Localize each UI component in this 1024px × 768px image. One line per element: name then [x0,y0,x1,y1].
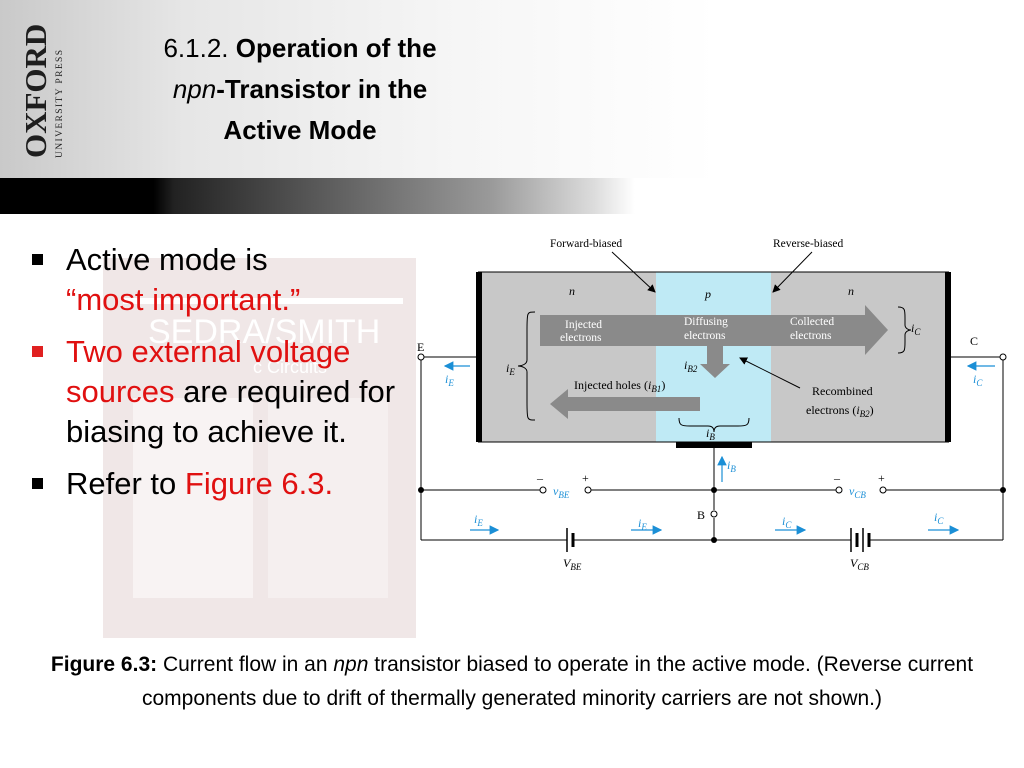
vcb-voltage-label: vCB [849,484,866,500]
title-part-2: -Transistor in the [216,74,428,104]
bullet-3-link: Figure 6.3. [184,466,334,501]
emitter-contact [476,272,482,442]
collector-n-region [771,272,949,442]
ic-brace-label: iC [911,321,921,337]
region-n-left-label: n [569,284,575,298]
book-subtitle-text: c Circuits [253,357,327,377]
ic-current-label-top: iC [973,372,983,388]
ie-brace-label: iE [506,361,515,377]
region-p-label: p [704,287,711,301]
reverse-biased-label: Reverse-biased [773,238,843,250]
base-contact [676,442,752,448]
caption-italic: npn [333,653,369,676]
slide-header: OXFORD UNIVERSITY PRESS 6.1.2. Operation… [0,0,1024,178]
ie-current-label-bottom-mid: iE [638,516,647,532]
bullet-marker [32,254,43,265]
vbe-minus-sign: – [536,471,544,485]
oxford-logo: OXFORD UNIVERSITY PRESS [18,24,65,158]
slide-title: 6.1.2. Operation of the npn-Transistor i… [120,28,480,151]
bullet-marker [32,478,43,489]
logo-main-text: OXFORD [18,24,53,158]
ib-current-label: iB [727,458,736,474]
electron-flow-arrow [540,305,888,355]
vbe-plus-sign: + [582,471,589,485]
collector-contact [945,272,951,442]
caption-text-2: transistor biased to operate in the acti… [141,653,974,710]
header-divider-band [0,178,1024,214]
bullet-item-active-mode: Active mode is “most important.” [32,240,412,320]
bullet-item-refer: Refer to Figure 6.3. [32,464,412,504]
bullet-item-voltage-sources: Two external voltage sources are require… [32,332,412,452]
ib-brace-label: iB [706,426,715,442]
ic-current-label-bottom-mid: iC [782,514,792,530]
figure-caption: Figure 6.3: Current flow in an npn trans… [20,648,1004,716]
ie-current-label-top: iE [445,372,454,388]
title-italic: npn [172,74,217,104]
ib2-label: iB2 [684,358,698,374]
bullet-2-text: are required for biasing to achieve it. [66,374,396,449]
title-number: 6.1.2. [163,33,229,63]
title-part-3: Active Mode [223,115,377,145]
vcb-minus-sign: – [833,471,841,485]
forward-biased-label: Forward-biased [550,238,622,250]
terminal-c-label: C [970,334,978,348]
figure-6-3-diagram: Forward-biased Reverse-biased n p n Inje… [417,238,1007,572]
caption-label: Figure 6.3: [50,653,158,676]
logo-sub-text: UNIVERSITY PRESS [55,49,65,158]
bullet-3-text: Refer to [66,466,185,501]
vcb-plus-sign: + [878,471,885,485]
terminal-e-label: E [417,340,424,354]
book-title-text: SEDRA/SMITH [148,313,380,351]
bullet-2-highlight: Two external voltage sources [66,334,351,409]
vcb-source-label: VCB [850,556,869,572]
injected-holes-label: Injected holes (iB1) [574,378,665,394]
vbe-source-label: VBE [563,556,582,572]
bullet-1-text: Active mode is [66,242,268,277]
bullet-marker-red [32,346,43,357]
ib2-down-arrow [700,346,730,378]
background-book-cover: SEDRA/SMITH c Circuits [103,258,416,638]
bullet-list: Active mode is “most important.” Two ext… [32,240,412,516]
terminal-b-label: B [697,508,705,522]
vbe-voltage-label: vBE [553,484,570,500]
hole-flow-arrow [550,389,700,419]
title-part-1: Operation of the [235,33,437,63]
ie-current-label-bottom-left: iE [474,512,483,528]
region-n-right-label: n [848,284,854,298]
bullet-1-highlight: “most important.” [66,282,301,317]
caption-text-1: Current flow in an [157,653,334,676]
ic-current-label-bottom-right: iC [934,510,944,526]
